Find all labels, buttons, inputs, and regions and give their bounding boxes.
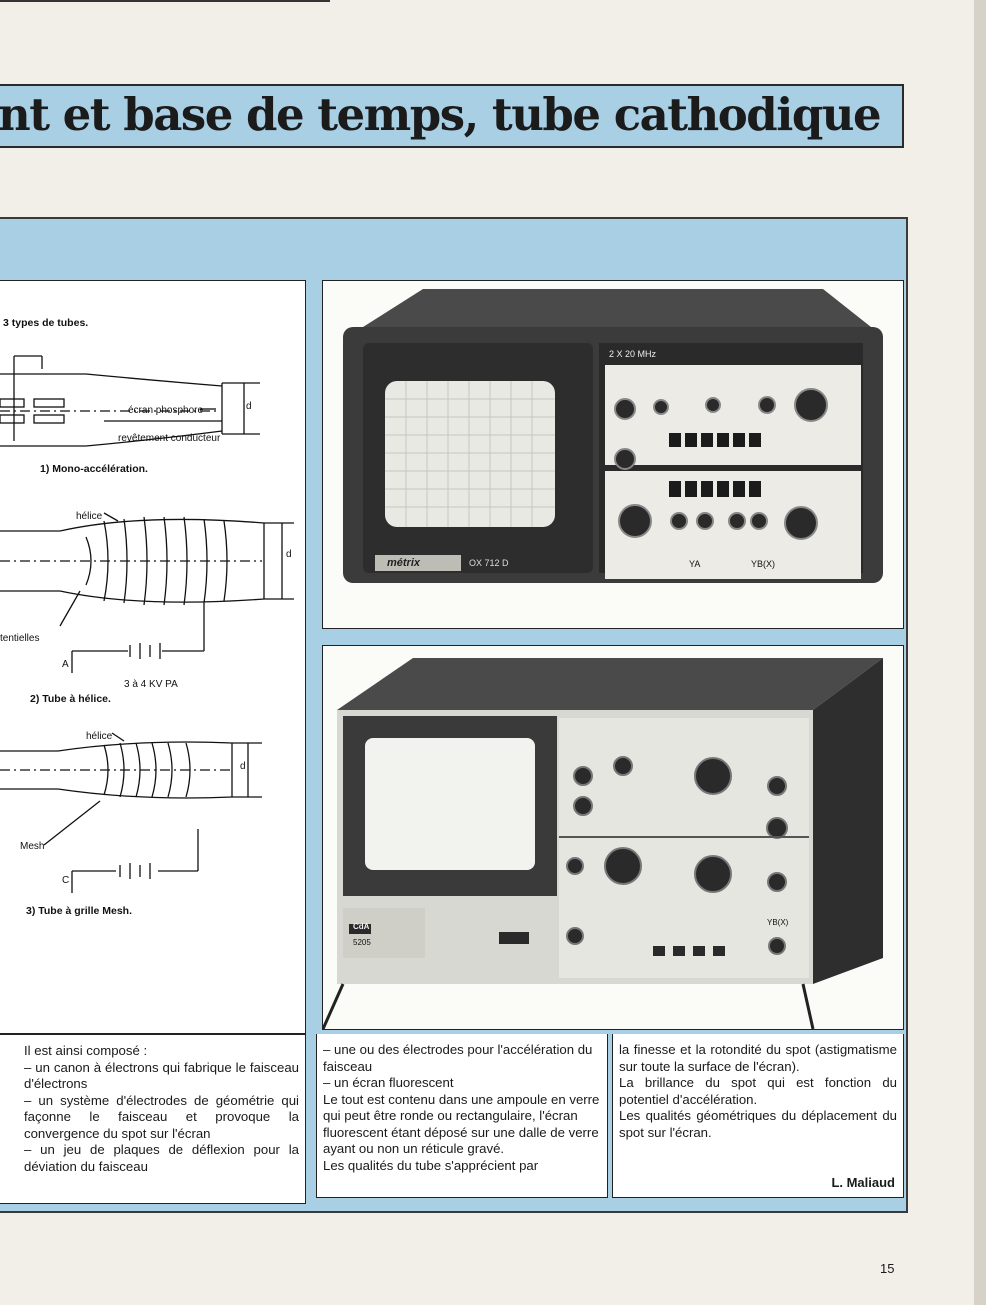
label-C: C <box>62 875 70 886</box>
photo-oscilloscope-metrix: 2 X 20 MHz métrix OX 712 D YA YB(X) <box>322 280 904 629</box>
label-d-3: d <box>240 761 246 772</box>
diagram-heading: 3 types de tubes. <box>3 317 89 329</box>
label-d-1: d <box>246 401 252 412</box>
page-edge <box>974 0 986 1305</box>
photo-oscilloscope-cda: CdA 5205 YB(X) <box>322 645 904 1030</box>
cda-brand: CdA <box>353 922 370 931</box>
paragraph: – un écran fluorescent <box>323 1075 454 1090</box>
label-voltage: 3 à 4 KV PA <box>124 679 178 690</box>
label-mesh: Mesh <box>20 841 45 852</box>
label-screen: écran phosphore <box>128 405 204 416</box>
text-column-3: la finesse et la rotondité du spot (asti… <box>612 1034 904 1198</box>
metrix-freq-label: 2 X 20 MHz <box>609 349 657 359</box>
text-column-1: Il est ainsi composé : – un canon à élec… <box>0 1034 306 1204</box>
paragraph: Le tout est contenu dans une ampoule en … <box>323 1091 600 1157</box>
top-rule <box>0 0 330 2</box>
paragraph: – un jeu de plaques de déflexion pour la… <box>24 1142 299 1174</box>
label-coating: revêtement conducteur <box>118 433 221 444</box>
tube-diagram-drawing <box>0 355 294 893</box>
paragraph: – un système d'électrodes de géométrie q… <box>24 1092 299 1141</box>
caption-tube-2: 2) Tube à hélice. <box>30 693 111 705</box>
metrix-brand: métrix <box>387 557 421 569</box>
label-potentials: tentielles <box>0 633 40 644</box>
metrix-ch-b: YB(X) <box>751 559 776 569</box>
metrix-oscilloscope-image <box>323 281 903 628</box>
cda-oscilloscope-image <box>323 646 903 1029</box>
label-helix-3: hélice <box>86 731 113 742</box>
label-A: A <box>62 659 69 670</box>
paragraph: Il est ainsi composé : <box>24 1043 148 1058</box>
label-helix-2: hélice <box>76 511 103 522</box>
tube-diagram: 3 types de tubes. écran phosphore revête… <box>0 280 306 1034</box>
caption-tube-3: 3) Tube à grille Mesh. <box>26 905 132 917</box>
metrix-ch-a: YA <box>689 559 701 569</box>
paragraph: La brillance du spot qui est fonction du… <box>619 1075 897 1107</box>
paragraph: la finesse et la rotondité du spot (asti… <box>619 1042 897 1074</box>
title-band: nt et base de temps, tube cathodique <box>0 84 904 148</box>
paragraph: – un canon à électrons qui fabrique le f… <box>24 1059 299 1092</box>
author-signature: L. Maliaud <box>831 1174 895 1190</box>
page-title: nt et base de temps, tube cathodique <box>0 88 882 141</box>
paragraph: – une ou des électrodes pour l'accélérat… <box>323 1042 593 1074</box>
text-column-2: – une ou des électrodes pour l'accélérat… <box>316 1034 608 1198</box>
paragraph: Les qualités du tube s'apprécient par <box>323 1157 539 1173</box>
caption-tube-1: 1) Mono-accélération. <box>40 463 148 475</box>
page-number: 15 <box>880 1261 895 1276</box>
cda-model: 5205 <box>353 938 371 947</box>
cda-side-label: YB(X) <box>767 918 789 927</box>
paragraph: Les qualités géométriques du déplacement… <box>619 1108 897 1140</box>
label-d-2: d <box>286 549 292 560</box>
metrix-model: OX 712 D <box>469 558 509 568</box>
